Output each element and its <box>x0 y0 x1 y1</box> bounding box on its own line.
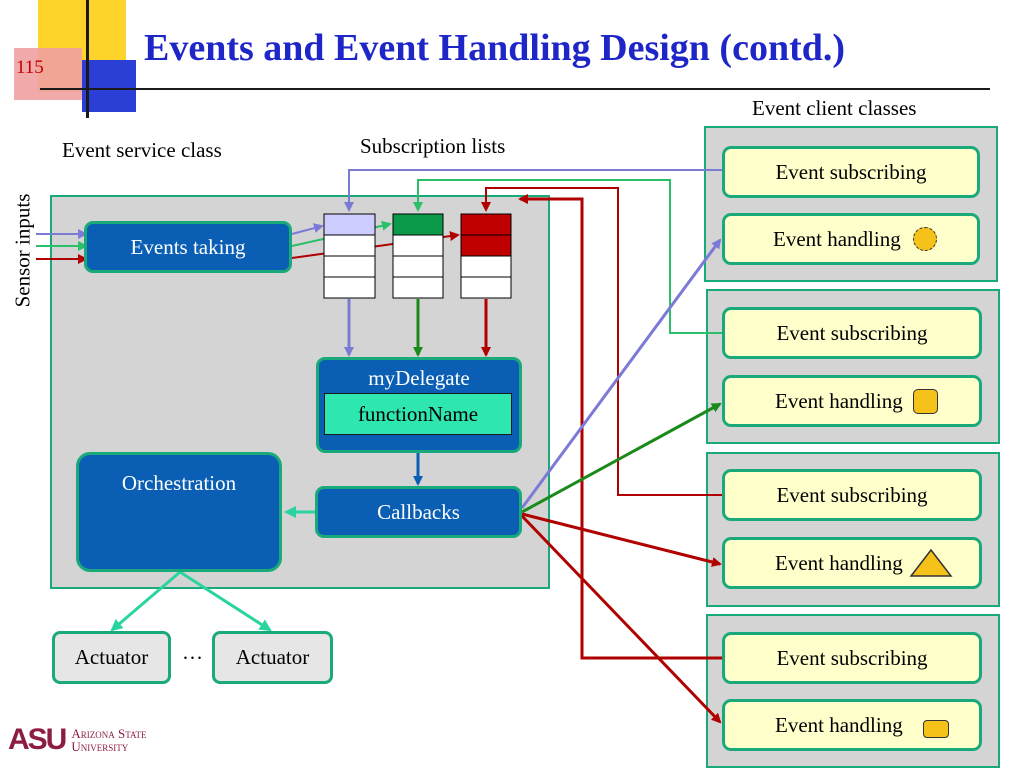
corner-horizontal-line <box>40 88 990 90</box>
triangle-icon <box>909 548 953 577</box>
client3-event-subscribing: Event subscribing <box>722 469 982 521</box>
asu-logo-line1: Arizona State <box>71 726 147 741</box>
client1-event-handling-label: Event handling <box>773 226 901 251</box>
client1-subscribe-connector <box>344 169 722 212</box>
callback-to-client2-handling <box>521 402 722 514</box>
asu-logo-line2: University <box>71 739 129 754</box>
function-name-box: functionName <box>324 393 512 435</box>
corner-vertical-line <box>86 0 89 118</box>
client4-event-handling: Event handling <box>722 699 982 751</box>
client2-subscribe-connector <box>413 179 722 334</box>
client2-event-subscribing: Event subscribing <box>722 307 982 359</box>
event-service-class-label: Event service class <box>62 138 222 162</box>
events-to-list-purple <box>291 223 324 235</box>
slide-title: Events and Event Handling Design (contd.… <box>144 27 846 69</box>
slide-number: 115 <box>16 57 44 78</box>
event-client-classes-label: Event client classes <box>752 96 917 120</box>
subscription-list-1 <box>323 213 376 299</box>
callbacks-box: Callbacks <box>315 486 522 538</box>
subscription-list-2 <box>392 213 444 299</box>
asu-logo: ASU Arizona State University <box>8 724 146 756</box>
client2-event-handling-label: Event handling <box>775 388 903 413</box>
client3-event-handling: Event handling <box>722 537 982 589</box>
client4-event-handling-label: Event handling <box>775 712 903 737</box>
subscription-lists-label: Subscription lists <box>360 134 506 158</box>
client3-subscribe-connector <box>481 187 722 496</box>
my-delegate-label: myDelegate <box>368 366 470 390</box>
client1-event-handling: Event handling <box>722 213 980 265</box>
client4-event-subscribing: Event subscribing <box>722 632 982 684</box>
orchestration-to-actuator-2 <box>179 570 272 632</box>
asu-logo-mark: ASU <box>8 723 67 756</box>
client3-event-handling-label: Event handling <box>775 550 903 575</box>
callback-to-client3-handling <box>521 512 722 567</box>
corner-red-square <box>14 48 82 100</box>
orchestration-label: Orchestration <box>121 471 237 495</box>
orchestration-to-actuator-1 <box>110 570 181 632</box>
callback-to-client1-handling <box>520 238 722 509</box>
events-taking-box: Events taking <box>84 221 292 273</box>
client2-event-handling: Event handling <box>722 375 982 427</box>
dashed-circle-icon <box>912 227 937 251</box>
actuator-1: Actuator <box>52 631 171 684</box>
callback-to-client4-handling <box>520 514 722 724</box>
client1-event-subscribing: Event subscribing <box>722 146 980 198</box>
small-rounded-rect-icon <box>922 720 949 738</box>
corner-blue-square <box>82 60 136 112</box>
asu-logo-text: Arizona State University <box>71 727 146 753</box>
actuator-2: Actuator <box>212 631 333 684</box>
subscription-list-3 <box>460 213 512 299</box>
actuator-ellipsis: … <box>182 640 203 664</box>
client4-subscribe-connector <box>518 194 722 660</box>
orchestration-box: Orchestration <box>76 452 282 572</box>
rounded-square-icon <box>912 388 938 414</box>
